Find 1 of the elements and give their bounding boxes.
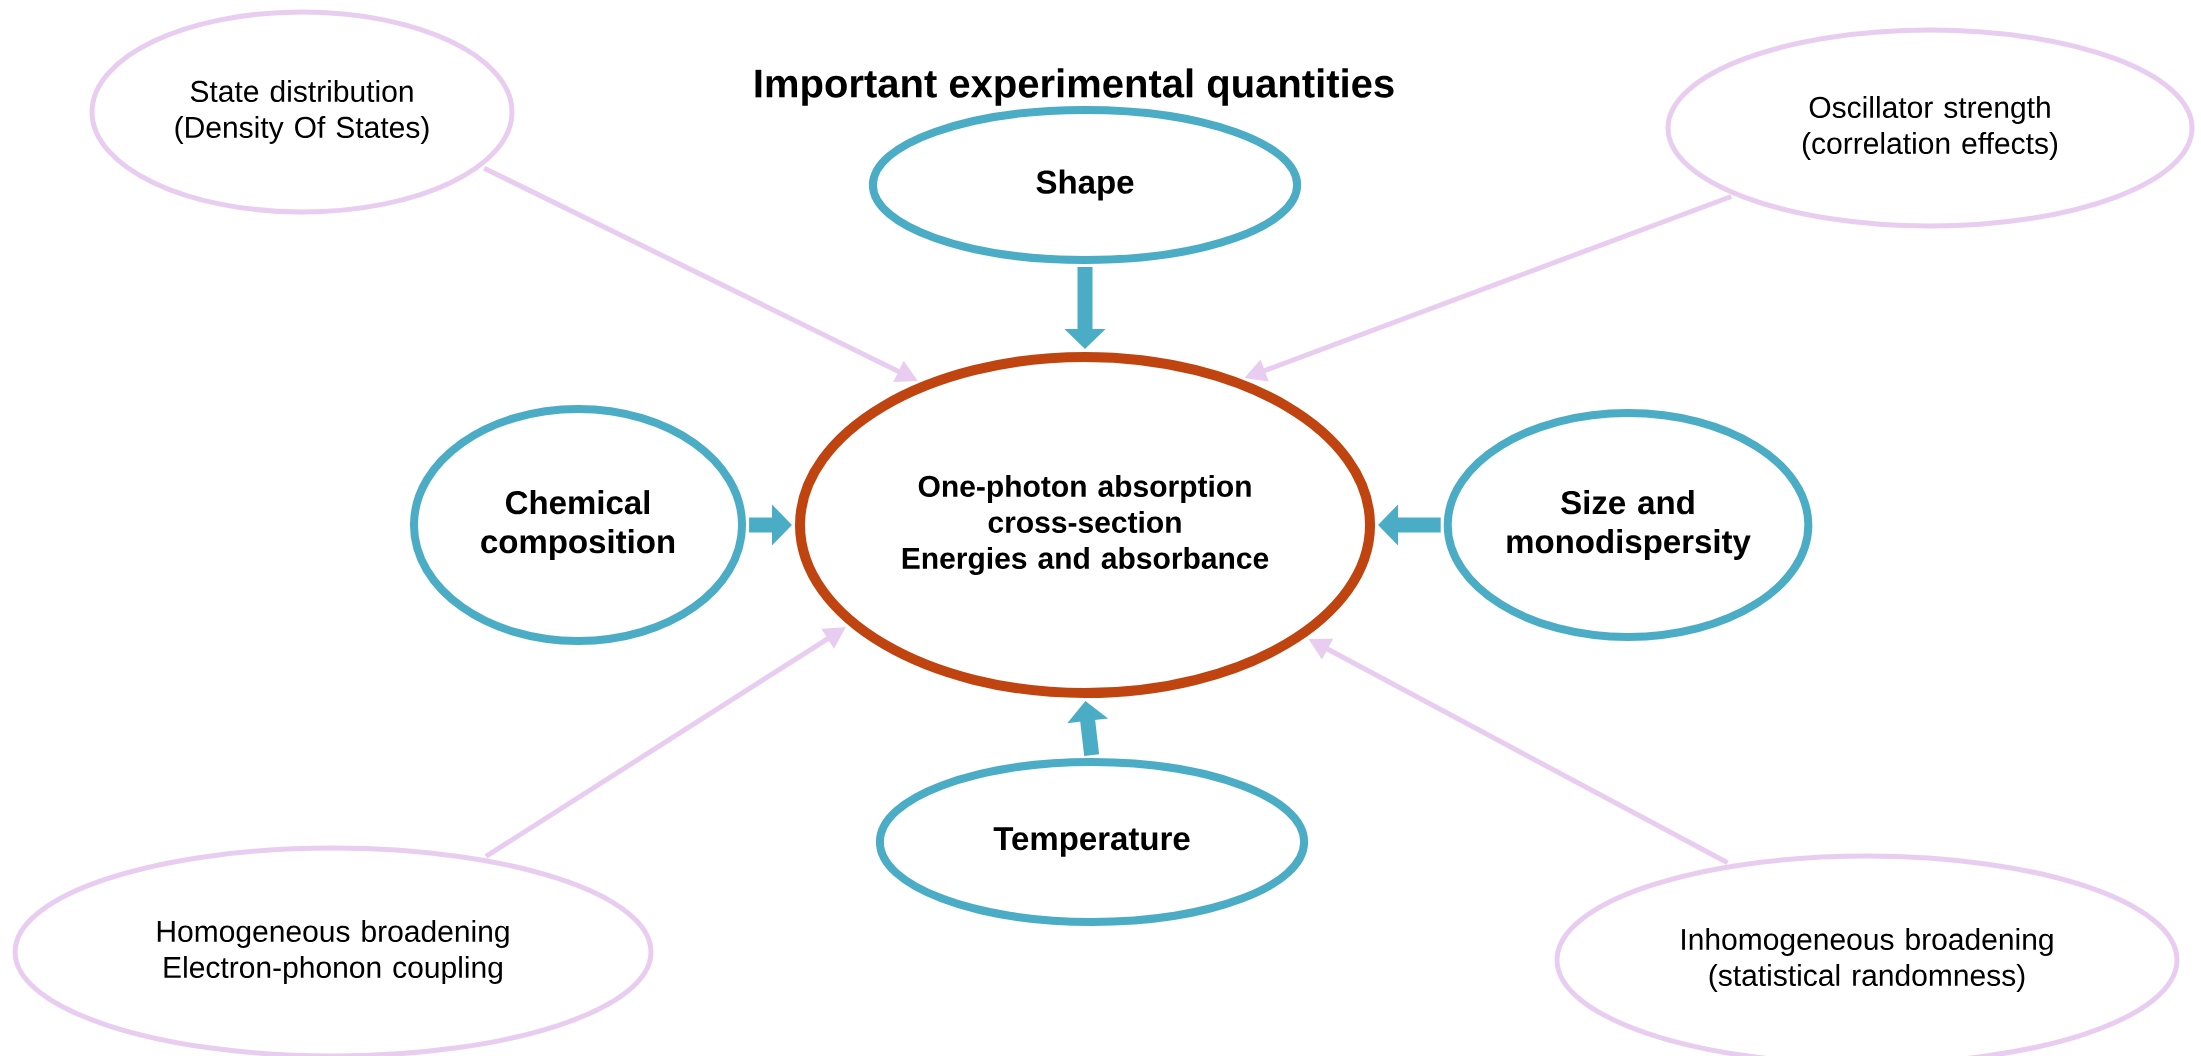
title: Important experimental quantities xyxy=(755,68,1394,106)
